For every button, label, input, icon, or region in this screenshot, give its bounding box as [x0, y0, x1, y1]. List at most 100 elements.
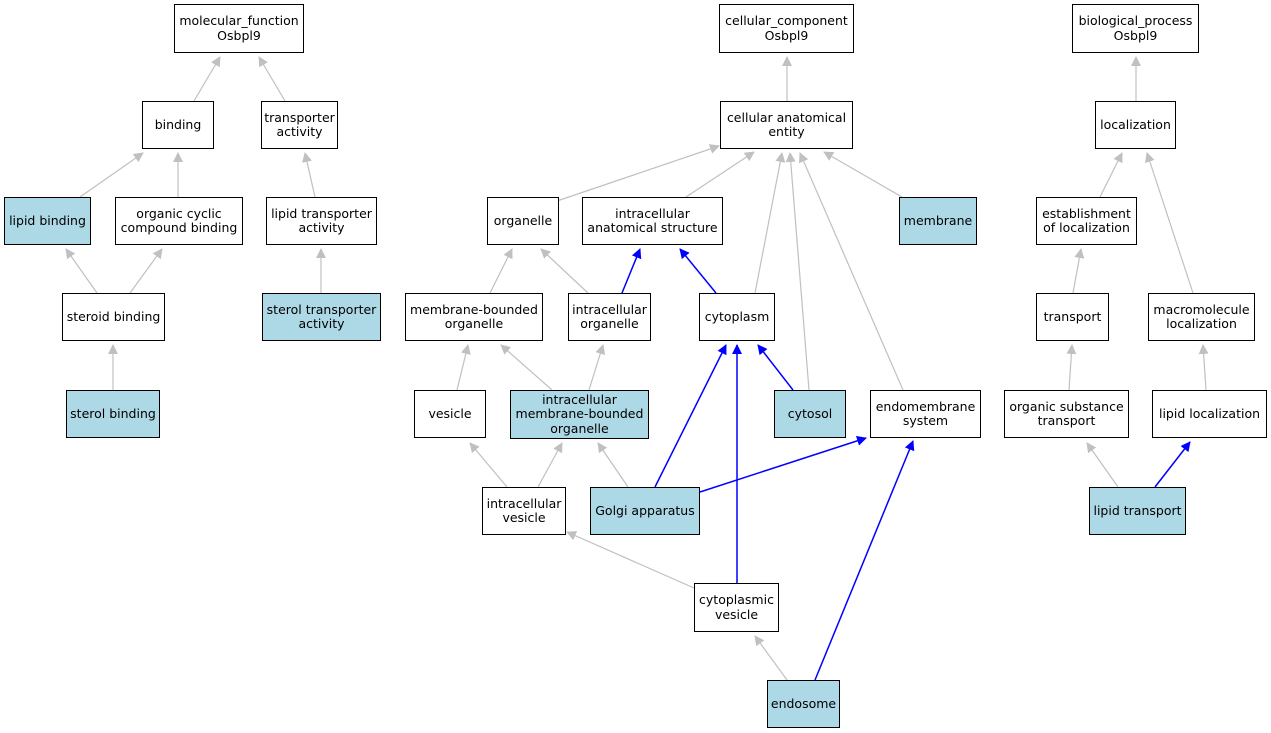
- edge-endosome-to-endomembrane: [814, 440, 915, 681]
- node-sterol-transporter-activity[interactable]: sterol transporter activity: [262, 293, 381, 341]
- edge-mbo-to-organelle: [489, 248, 513, 294]
- node-organelle[interactable]: organelle: [487, 197, 559, 245]
- node-label: endomembrane system: [875, 398, 976, 428]
- edge-organic-transport-to-transport: [1066, 344, 1077, 391]
- edge-intra-organelle-to-ias: [621, 248, 642, 294]
- node-label: cytoplasm: [704, 308, 770, 324]
- node-label: binding: [154, 116, 202, 132]
- node-label: transport: [1043, 308, 1102, 324]
- node-label: organelle: [493, 212, 553, 228]
- edge-steroid-binding-to-lipid-binding: [65, 248, 98, 294]
- edge-cytoplasm-to-cae: [754, 152, 786, 294]
- node-label: vesicle: [428, 405, 472, 421]
- node-label: establishment of localization: [1042, 205, 1131, 235]
- node-ias[interactable]: intracellular anatomical structure: [582, 197, 723, 245]
- node-mf-root[interactable]: molecular_function Osbpl9: [174, 4, 304, 53]
- edge-membrane-to-cae: [823, 151, 903, 198]
- edge-lipid-binding-to-binding: [79, 152, 144, 198]
- node-lipid-transporter-activity[interactable]: lipid transporter activity: [266, 197, 377, 245]
- node-label: intracellular anatomical structure: [587, 205, 718, 235]
- node-golgi[interactable]: Golgi apparatus: [590, 487, 700, 535]
- edge-cyto-vesicle-to-intra-vesicle: [566, 531, 695, 589]
- node-label: lipid transporter activity: [271, 205, 372, 235]
- edge-cytosol-to-cae: [785, 152, 810, 391]
- edge-intra-organelle-to-organelle: [540, 248, 589, 294]
- node-label: intracellular vesicle: [486, 495, 562, 525]
- node-localization[interactable]: localization: [1095, 101, 1176, 149]
- node-label: intracellular membrane-bounded organelle: [515, 391, 644, 436]
- node-transport[interactable]: transport: [1036, 293, 1109, 341]
- node-label: steroid binding: [66, 308, 161, 324]
- node-intra-vesicle[interactable]: intracellular vesicle: [482, 487, 566, 535]
- node-label: intracellular organelle: [572, 301, 647, 331]
- node-label: membrane-bounded organelle: [410, 301, 538, 331]
- node-establishment[interactable]: establishment of localization: [1036, 197, 1137, 245]
- node-label: membrane: [903, 212, 973, 228]
- node-label: organic substance transport: [1009, 398, 1124, 428]
- node-intra-organelle[interactable]: intracellular organelle: [568, 293, 651, 341]
- edge-intra-vesicle-to-imbo: [537, 442, 563, 488]
- edge-imbo-to-intra-organelle: [588, 344, 606, 391]
- edge-organelle-to-cae: [556, 144, 720, 202]
- edge-endosome-to-cyto-vesicle: [754, 635, 788, 681]
- edge-vesicle-to-mbo: [456, 344, 471, 391]
- node-cytoplasm[interactable]: cytoplasm: [699, 293, 775, 341]
- node-steroid-binding[interactable]: steroid binding: [62, 293, 165, 341]
- node-binding[interactable]: binding: [142, 101, 214, 149]
- node-lipid-transport[interactable]: lipid transport: [1089, 487, 1186, 535]
- edge-binding-to-mf-root: [193, 56, 221, 102]
- edge-lipid-transporter-activity-to-transporter-activity: [302, 152, 316, 198]
- node-label: lipid localization: [1158, 405, 1261, 421]
- edge-golgi-to-imbo: [597, 442, 629, 488]
- edge-establishment-to-localization: [1099, 152, 1123, 198]
- node-bp-root[interactable]: biological_process Osbpl9: [1072, 4, 1199, 53]
- edge-macro-loc-to-localization: [1145, 152, 1194, 294]
- node-label: sterol transporter activity: [266, 301, 377, 331]
- node-macro-loc[interactable]: macromolecule localization: [1148, 293, 1255, 341]
- node-endosome[interactable]: endosome: [767, 680, 840, 728]
- node-vesicle[interactable]: vesicle: [414, 390, 486, 438]
- node-sterol-binding[interactable]: sterol binding: [66, 390, 160, 438]
- node-label: Golgi apparatus: [595, 502, 695, 518]
- edge-golgi-to-endomembrane: [699, 436, 867, 493]
- node-label: biological_process Osbpl9: [1078, 13, 1193, 43]
- edge-cytoplasm-to-ias: [679, 248, 717, 294]
- node-label: molecular_function Osbpl9: [179, 13, 299, 43]
- node-cc-root[interactable]: cellular_component Osbpl9: [719, 4, 854, 53]
- node-organic-transport[interactable]: organic substance transport: [1004, 390, 1129, 438]
- node-label: cytoplasmic vesicle: [699, 592, 774, 622]
- node-label: cytosol: [787, 405, 833, 421]
- edge-lipid-transport-to-organic-transport: [1086, 442, 1119, 488]
- node-imbo[interactable]: intracellular membrane-bounded organelle: [510, 390, 649, 439]
- edge-imbo-to-mbo: [500, 344, 553, 391]
- node-membrane[interactable]: membrane: [899, 197, 977, 245]
- edge-golgi-to-cytoplasm: [654, 344, 727, 488]
- edge-endomembrane-to-cae: [799, 152, 904, 391]
- node-cytosol[interactable]: cytosol: [774, 390, 846, 438]
- node-lipid-loc[interactable]: lipid localization: [1152, 390, 1267, 438]
- edge-lipid-loc-to-macro-loc: [1198, 344, 1209, 391]
- edge-ias-to-cae: [685, 151, 755, 198]
- node-cae[interactable]: cellular anatomical entity: [720, 101, 853, 149]
- node-label: organic cyclic compound binding: [120, 205, 238, 235]
- node-organic-cyclic[interactable]: organic cyclic compound binding: [115, 197, 243, 245]
- node-label: lipid transport: [1093, 502, 1182, 518]
- edge-intra-vesicle-to-vesicle: [469, 442, 508, 488]
- node-mbo[interactable]: membrane-bounded organelle: [405, 293, 543, 341]
- edge-lipid-transport-to-lipid-loc: [1154, 441, 1191, 488]
- node-label: lipid binding: [9, 212, 86, 228]
- node-label: cellular_component Osbpl9: [725, 13, 848, 43]
- edge-steroid-binding-to-organic-cyclic: [129, 248, 163, 294]
- node-label: sterol binding: [70, 405, 156, 421]
- edge-transport-to-establishment: [1072, 248, 1085, 294]
- node-label: endosome: [770, 695, 837, 711]
- node-endomembrane[interactable]: endomembrane system: [870, 390, 981, 438]
- node-label: macromolecule localization: [1153, 301, 1250, 331]
- node-transporter-activity[interactable]: transporter activity: [261, 101, 338, 149]
- node-cyto-vesicle[interactable]: cytoplasmic vesicle: [694, 583, 779, 632]
- edge-transporter-activity-to-mf-root: [258, 56, 286, 102]
- node-lipid-binding[interactable]: lipid binding: [4, 197, 91, 245]
- node-label: cellular anatomical entity: [726, 109, 847, 139]
